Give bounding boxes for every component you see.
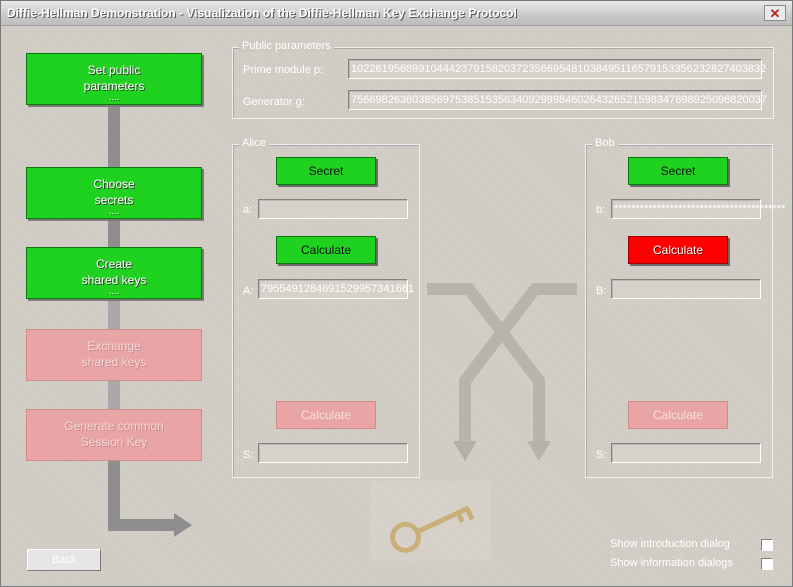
step-label-line1: Generate common xyxy=(64,419,164,433)
close-button[interactable]: ✕ xyxy=(764,5,786,21)
intro-dialog-label: Show introduction dialog xyxy=(610,538,730,550)
bob-shared-field[interactable] xyxy=(611,279,761,299)
step-connector xyxy=(108,219,120,249)
step-label-line2: shared keys xyxy=(81,355,147,369)
bob-calculate-button[interactable]: Calculate xyxy=(628,236,728,264)
alice-shared-label: A: xyxy=(243,285,254,297)
alice-calculate-button[interactable]: Calculate xyxy=(276,236,376,264)
window-title: Diffie-Hellman Demonstration - Visualiza… xyxy=(7,6,517,20)
alice-session-label: S: xyxy=(243,449,254,461)
generator-label: Generator g: xyxy=(243,96,305,108)
session-key-icon xyxy=(371,481,491,561)
step-generate-session-key: Generate common Session Key xyxy=(26,409,202,461)
step-connector xyxy=(108,107,120,167)
bob-session-field[interactable] xyxy=(611,443,761,463)
alice-group: Alice xyxy=(232,137,420,478)
public-parameters-legend: Public parameters xyxy=(239,40,334,52)
step-label-line1: Create xyxy=(95,257,133,271)
bob-group: Bob xyxy=(585,137,773,478)
alice-secret-button[interactable]: Secret xyxy=(276,157,376,185)
step-label-line2: secrets xyxy=(94,193,134,207)
alice-legend: Alice xyxy=(239,137,269,149)
intro-dialog-checkbox[interactable] xyxy=(761,539,773,551)
alice-shared-field[interactable]: 7955491284691529957341661 xyxy=(258,279,414,299)
bob-session-label: S: xyxy=(596,449,607,461)
step-dots: .... xyxy=(108,286,119,296)
step-label-line2: parameters xyxy=(83,79,145,93)
step-create-shared-keys[interactable]: Create shared keys .... xyxy=(26,247,202,299)
step-connector xyxy=(108,379,120,409)
bob-secret-field[interactable]: **************************************** xyxy=(611,199,785,219)
alice-secret-label: a: xyxy=(243,204,253,216)
step-label-line1: Exchange xyxy=(87,339,141,353)
generator-field[interactable]: 7566982636038569753851535634092999846026… xyxy=(348,90,767,110)
prime-field[interactable]: 1022619568991044423791582037235669548103… xyxy=(348,59,766,79)
step-label-line2: Session Key xyxy=(80,435,148,449)
alice-secret-field[interactable] xyxy=(258,199,408,219)
bob-shared-label: B: xyxy=(596,285,607,297)
step-choose-secrets[interactable]: Choose secrets .... xyxy=(26,167,202,219)
alice-session-field[interactable] xyxy=(258,443,408,463)
step-connector xyxy=(108,299,120,329)
step-set-public-parameters[interactable]: Set public parameters .... xyxy=(26,53,202,105)
step-dots: .... xyxy=(108,92,119,102)
bob-session-calculate-button: Calculate xyxy=(628,401,728,429)
bob-secret-button[interactable]: Secret xyxy=(628,157,728,185)
alice-session-calculate-button: Calculate xyxy=(276,401,376,429)
step-dots: .... xyxy=(108,206,119,216)
step-label-line1: Choose xyxy=(93,177,135,191)
step-label-line2: shared keys xyxy=(81,273,147,287)
info-dialog-label: Show information dialogs xyxy=(610,557,733,569)
exchange-arrows xyxy=(427,283,577,461)
step-exchange-shared-keys: Exchange shared keys xyxy=(26,329,202,381)
bob-legend: Bob xyxy=(592,137,618,149)
back-button[interactable]: Back xyxy=(27,549,101,571)
bob-secret-label: b: xyxy=(596,204,606,216)
prime-label: Prime module p: xyxy=(243,64,324,76)
step-label-line1: Set public xyxy=(87,63,141,77)
close-icon: ✕ xyxy=(769,6,781,21)
step-connector xyxy=(108,461,120,523)
title-bar: Diffie-Hellman Demonstration - Visualiza… xyxy=(1,1,792,26)
info-dialog-checkbox[interactable] xyxy=(761,558,773,570)
step-arrow xyxy=(108,513,192,537)
public-parameters-group: Public parameters xyxy=(232,40,774,119)
